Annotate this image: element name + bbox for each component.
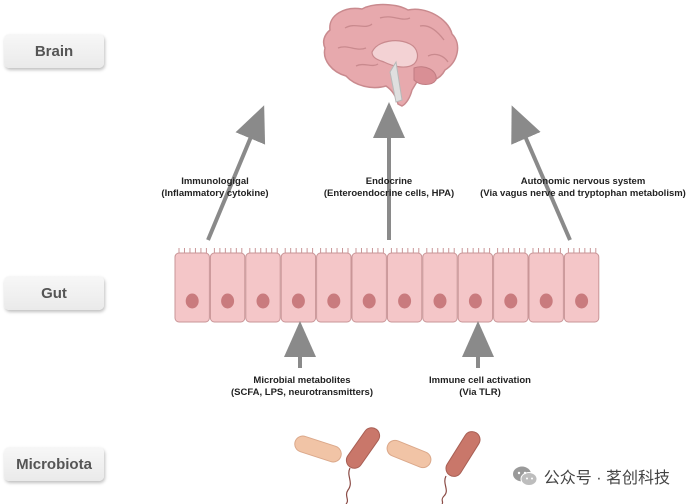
brain-icon xyxy=(322,3,459,107)
pathway-label-microbial-metabolites: Microbial metabolites (SCFA, LPS, neurot… xyxy=(222,375,382,399)
epithelial-cell xyxy=(351,252,387,323)
epithelial-cell xyxy=(245,252,281,323)
pathway-label-endocrine: Endocrine (Enteroendocrine cells, HPA) xyxy=(314,176,464,200)
cell-nucleus xyxy=(185,293,199,309)
epithelial-cell xyxy=(457,252,494,323)
pathway-detail: (Inflammatory cytokine) xyxy=(161,188,269,199)
bacterium xyxy=(445,431,481,477)
cell-nucleus xyxy=(221,293,235,309)
pathway-label-immunological: Immunologigal (Inflammatory cytokine) xyxy=(155,176,275,200)
cell-nucleus xyxy=(291,293,305,309)
cell-nucleus xyxy=(362,293,376,309)
bacterium xyxy=(294,435,342,463)
epithelial-cell xyxy=(563,252,600,323)
epithelial-cell xyxy=(528,252,564,323)
epithelial-cell xyxy=(209,252,246,323)
level-label-microbiota: Microbiota xyxy=(4,447,104,481)
cell-nucleus xyxy=(468,293,482,309)
watermark-text: 公众号 · 茗创科技 xyxy=(543,470,670,487)
epithelial-cell xyxy=(174,252,210,323)
cell-nucleus xyxy=(575,293,589,309)
gut-epithelium xyxy=(174,248,600,323)
pathway-label-immune-cell-activation: Immune cell activation (Via TLR) xyxy=(410,375,550,399)
wechat-icon xyxy=(512,466,538,486)
bacteria-group xyxy=(294,427,481,504)
pathway-title: Autonomic nervous system xyxy=(520,176,646,187)
cell-nucleus xyxy=(256,293,270,309)
watermark: 公众号 · 茗创科技 xyxy=(512,464,670,488)
arrow-immunological xyxy=(206,105,266,241)
pathway-title: Immune cell activation xyxy=(429,375,531,386)
cell-nucleus xyxy=(504,293,518,309)
level-label-gut: Gut xyxy=(4,276,104,310)
epithelial-cell xyxy=(493,252,529,323)
cell-nucleus xyxy=(539,293,553,309)
epithelial-cell xyxy=(422,252,458,323)
level-label-brain: Brain xyxy=(4,34,104,68)
pathway-detail: (Enteroendocrine cells, HPA) xyxy=(323,188,455,199)
cell-nucleus xyxy=(398,293,412,309)
pathway-title: Endocrine xyxy=(365,176,413,187)
arrow-autonomic xyxy=(511,105,572,241)
pathway-detail: (Via TLR) xyxy=(459,387,501,398)
epithelial-cell xyxy=(316,252,352,323)
bacterium xyxy=(345,427,381,469)
pathway-detail: (SCFA, LPS, neurotransmitters) xyxy=(231,387,373,398)
epithelial-cell xyxy=(386,252,423,323)
cell-nucleus xyxy=(433,293,447,309)
pathway-title: Immunologigal xyxy=(181,176,249,187)
pathway-label-autonomic: Autonomic nervous system (Via vagus nerv… xyxy=(478,176,688,200)
epithelial-cell xyxy=(280,252,317,323)
bacterium xyxy=(386,439,432,469)
pathway-detail: (Via vagus nerve and tryptophan metaboli… xyxy=(480,188,686,199)
pathway-title: Microbial metabolites xyxy=(253,375,351,386)
cell-nucleus xyxy=(327,293,341,309)
